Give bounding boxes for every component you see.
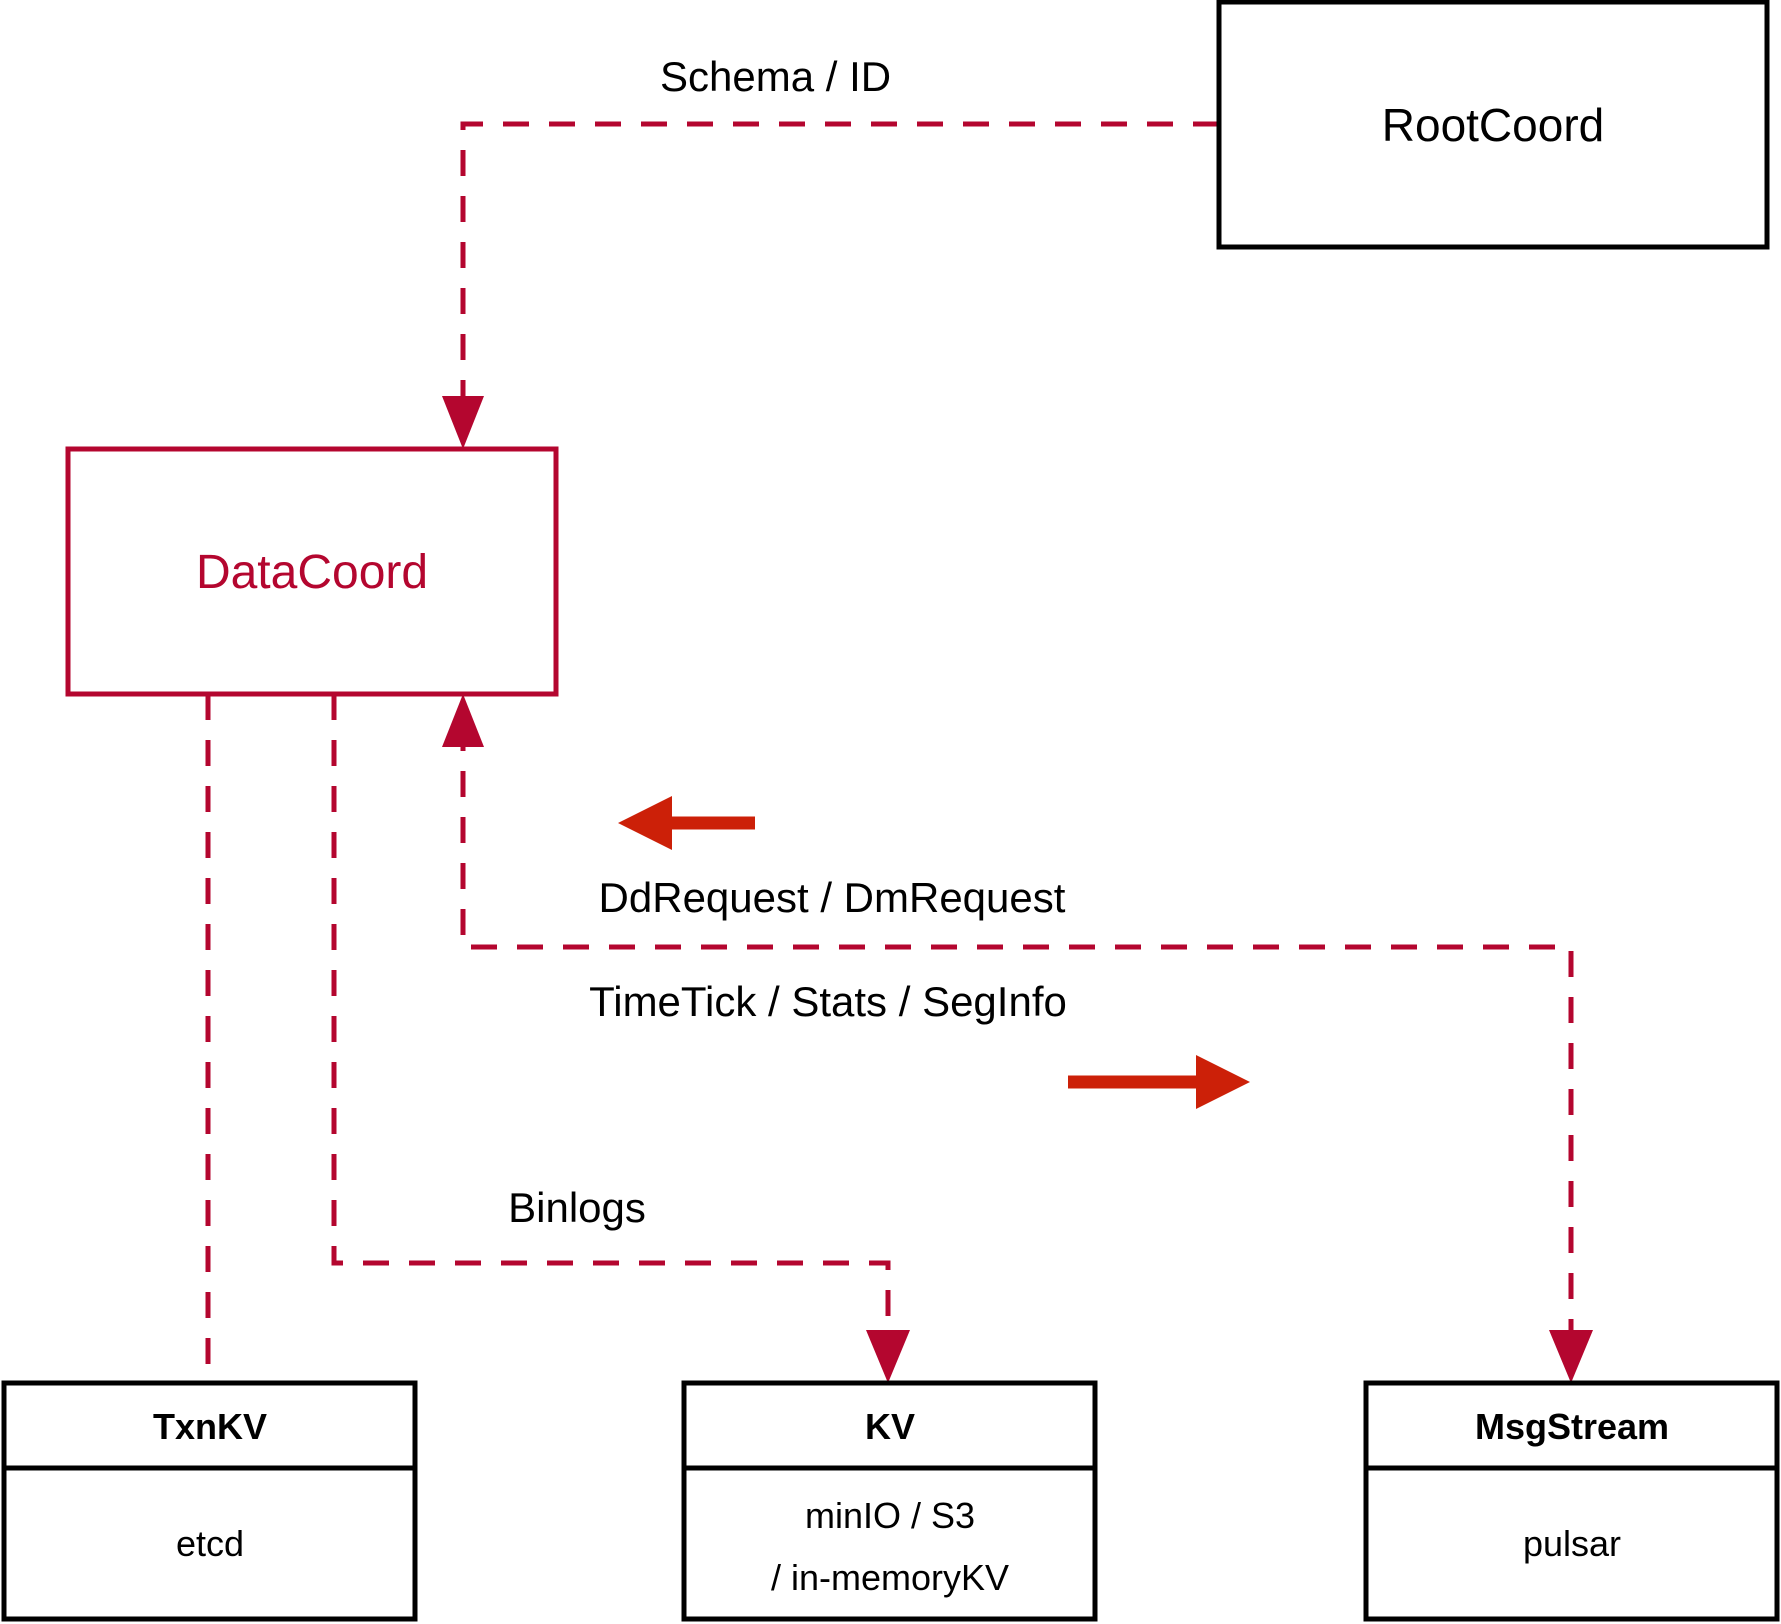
node-kv[interactable]: KV minIO / S3 / in-memoryKV (681, 1380, 1098, 1622)
direction-arrow-left (618, 796, 755, 850)
node-txnkv[interactable]: TxnKV etcd (1, 1380, 418, 1622)
node-txnkv-title: TxnKV (153, 1406, 267, 1447)
node-kv-title: KV (865, 1406, 915, 1447)
edge-label-dd-dm-request: DdRequest / DmRequest (599, 874, 1066, 921)
edge-binlogs (331, 694, 910, 1383)
edge-binlogs-arrowhead (866, 1330, 910, 1383)
node-datacoord[interactable]: DataCoord (65, 446, 559, 697)
node-rootcoord-label: RootCoord (1382, 99, 1604, 151)
node-msgstream[interactable]: MsgStream pulsar (1363, 1380, 1780, 1622)
direction-arrow-right-head (1196, 1055, 1250, 1109)
edge-msgstream-datacoord (442, 694, 1593, 1383)
node-msgstream-title: MsgStream (1475, 1406, 1669, 1447)
node-datacoord-label: DataCoord (196, 546, 428, 599)
edge-label-binlogs: Binlogs (508, 1184, 646, 1231)
edge-binlogs-path (331, 694, 891, 1345)
edge-schema-id (442, 121, 1219, 449)
node-rootcoord-rect[interactable] (1216, 0, 1770, 250)
direction-arrow-right (1068, 1055, 1250, 1109)
edge-msgstream-datacoord-path (460, 731, 1574, 1345)
node-kv-rect[interactable] (681, 1380, 1098, 1622)
node-msgstream-sub: pulsar (1523, 1523, 1621, 1564)
edge-msgstream-datacoord-arrowhead (442, 694, 484, 747)
edge-schema-id-path (460, 121, 1219, 412)
edge-schema-id-arrowhead (442, 396, 484, 449)
node-kv-sub-line1: minIO / S3 (805, 1495, 975, 1536)
node-txnkv-sub: etcd (176, 1523, 244, 1564)
node-rootcoord[interactable]: RootCoord (1216, 0, 1770, 250)
direction-arrow-left-head (618, 796, 672, 850)
edge-label-schema-id: Schema / ID (660, 53, 891, 100)
node-msgstream-rect[interactable] (1363, 1380, 1780, 1622)
edge-msgstream-arrowhead-down (1549, 1330, 1593, 1383)
node-kv-sub-line2: / in-memoryKV (771, 1557, 1009, 1598)
node-datacoord-rect[interactable] (65, 446, 559, 697)
node-txnkv-rect[interactable] (1, 1380, 418, 1622)
edge-label-timetick-stats-seginfo: TimeTick / Stats / SegInfo (589, 978, 1067, 1025)
